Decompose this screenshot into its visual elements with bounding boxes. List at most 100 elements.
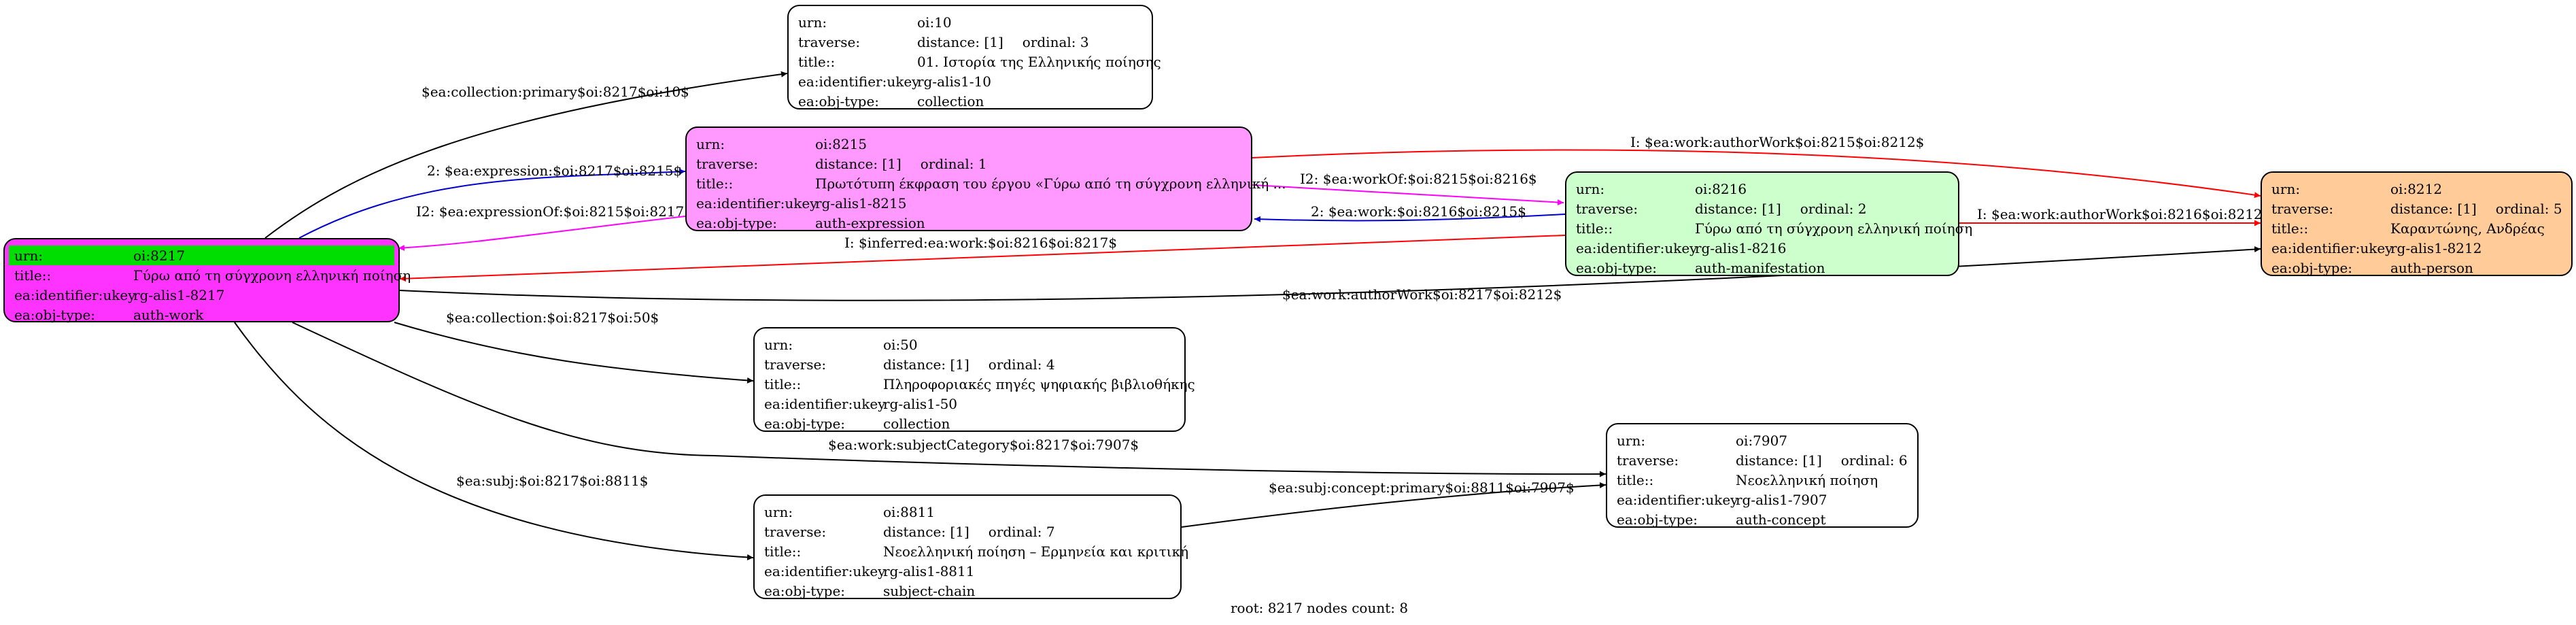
field-value: auth-manifestation <box>1695 259 1825 276</box>
edge-3 <box>1252 149 2261 199</box>
field-value: oi:7907 <box>1736 432 1788 449</box>
field-value: Πληροφοριακές πηγές ψηφιακής βιβλιοθήκης <box>883 375 1195 392</box>
node-field-title: title::Πληροφοριακές πηγές ψηφιακής βιβλ… <box>755 374 1195 394</box>
field-value: oi:8217 <box>133 247 186 264</box>
node-field-traverse: traverse:distance: [1]ordinal: 3 <box>789 32 1152 52</box>
node-field-urn: urn:oi:8212 <box>2262 179 2571 199</box>
edge-label-1: 2: $ea:expression:$oi:8217$oi:8215$ <box>427 163 682 179</box>
field-key: urn: <box>1617 432 1646 449</box>
field-value: distance: [1] <box>1736 452 1822 469</box>
field-value: auth-work <box>133 306 204 323</box>
field-value: rg-alis1-8811 <box>883 562 975 579</box>
field-value: auth-concept <box>1736 511 1826 528</box>
field-key: urn: <box>14 247 44 264</box>
node-field-title: title::01. Ιστορία της Ελληνικής ποίησης <box>789 52 1161 71</box>
field-value: Νεοελληνική ποίηση – Ερμηνεία και κριτικ… <box>883 543 1189 560</box>
edge-label-11: $ea:subj:$oi:8217$oi:8811$ <box>456 473 648 489</box>
field-key: traverse: <box>696 155 759 172</box>
node-field-title: title::Νεοελληνική ποίηση <box>1607 470 1917 490</box>
edge-11 <box>234 322 754 560</box>
field-value: oi:8216 <box>1695 180 1747 197</box>
edge-label-7: I: $inferred:ea:work:$oi:8216$oi:8217$ <box>844 235 1117 251</box>
edge-4 <box>1252 184 1564 206</box>
field-value: rg-alis1-7907 <box>1736 491 1827 508</box>
field-value: rg-alis1-10 <box>917 73 992 90</box>
field-value: distance: [1] <box>2390 200 2477 217</box>
node-field-obj-type: ea:obj-type:collection <box>789 91 1152 111</box>
field-ordinal: ordinal: 3 <box>1022 33 1089 50</box>
node-field-obj-type: ea:obj-type:auth-concept <box>1607 509 1917 529</box>
field-key: title:: <box>696 175 734 192</box>
field-value: rg-alis1-8215 <box>815 195 907 212</box>
edge-10 <box>292 322 1607 477</box>
edge-label-6: I: $ea:work:authorWork$oi:8216$oi:8212$ <box>1977 206 2271 222</box>
field-key: title:: <box>764 543 802 560</box>
field-value: distance: [1] <box>815 155 901 172</box>
node-field-obj-type: ea:obj-type: collection <box>755 413 1184 433</box>
field-key: title:: <box>1617 471 1654 488</box>
node-field-title: title::Νεοελληνική ποίηση – Ερμηνεία και… <box>755 541 1188 561</box>
field-key: traverse: <box>2271 200 2334 217</box>
field-key: traverse: <box>1617 452 1679 469</box>
edge-1 <box>298 168 686 239</box>
node-field-urn: urn:oi:8811 <box>755 502 1180 522</box>
field-value: Γύρω από τη σύγχρονη ελληνική ποίηση <box>133 267 411 284</box>
field-ordinal: ordinal: 5 <box>2495 200 2562 217</box>
node-field-obj-type: ea:obj-type:auth-person <box>2262 258 2571 277</box>
field-key: ea:obj-type: <box>764 582 846 599</box>
node-field-traverse: traverse:distance: [1]ordinal: 2 <box>1566 199 1958 218</box>
edge-label-10: $ea:work:subjectCategory$oi:8217$oi:7907… <box>828 437 1139 453</box>
field-key: ea:identifier:ukey <box>798 73 920 90</box>
field-key: ea:identifier:ukey <box>764 562 886 579</box>
field-key: ea:identifier:ukey <box>1617 491 1738 508</box>
field-key: title:: <box>2271 220 2309 237</box>
field-value: auth-expression <box>815 214 925 231</box>
field-value: Γύρω από τη σύγχρονη ελληνική ποίηση <box>1695 220 1973 237</box>
field-value: oi:10 <box>917 14 952 31</box>
node-field-traverse: traverse:distance: [1]ordinal: 4 <box>755 354 1184 374</box>
field-key: traverse: <box>798 33 861 50</box>
field-key: ea:identifier:ukey <box>1576 239 1698 256</box>
field-value: rg-alis1-50 <box>883 395 958 412</box>
field-value: distance: [1] <box>883 356 969 373</box>
field-value: Πρωτότυπη έκφραση του έργου «Γύρω από τη… <box>815 175 1286 192</box>
edge-label-9: $ea:collection:$oi:8217$oi:50$ <box>446 309 659 326</box>
node-field-urn: urn:oi:10 <box>789 12 1152 32</box>
field-key: urn: <box>764 336 793 353</box>
node-field-obj-type: ea:obj-type:subject-chain <box>755 581 1180 601</box>
node-field-urn: urn:oi:8216 <box>1566 179 1958 199</box>
node-field-obj-type: ea:obj-type:auth-expression <box>687 213 1251 233</box>
edge-9 <box>394 322 754 384</box>
field-value: oi:8811 <box>883 503 935 520</box>
field-key: ea:obj-type: <box>2271 259 2353 276</box>
node-field-title: title::Καραντώνης, Ανδρέας <box>2262 218 2571 238</box>
node-field-traverse: traverse: distance: [1] ordinal: 1 <box>687 154 1251 173</box>
node-field-urn: urn:oi:8215 <box>687 134 1251 154</box>
field-value: distance: [1] <box>1695 200 1781 217</box>
field-ordinal: ordinal: 1 <box>920 155 987 172</box>
node-field-traverse: traverse:distance: [1]ordinal: 7 <box>755 522 1180 541</box>
node-field-title: title::Πρωτότυπη έκφραση του έργου «Γύρω… <box>687 173 1286 193</box>
field-value: Νεοελληνική ποίηση <box>1736 471 1878 488</box>
node-field-urn: urn: oi:8217 <box>9 246 394 265</box>
field-value: oi:50 <box>883 336 918 353</box>
field-key: ea:obj-type: <box>764 415 846 432</box>
field-value: collection <box>883 415 950 432</box>
edge-label-0: $ea:collection:primary$oi:8217$oi:10$ <box>422 84 689 100</box>
node-field-obj-type: ea:obj-type:auth-manifestation <box>1566 258 1958 277</box>
field-key: title:: <box>1576 220 1613 237</box>
